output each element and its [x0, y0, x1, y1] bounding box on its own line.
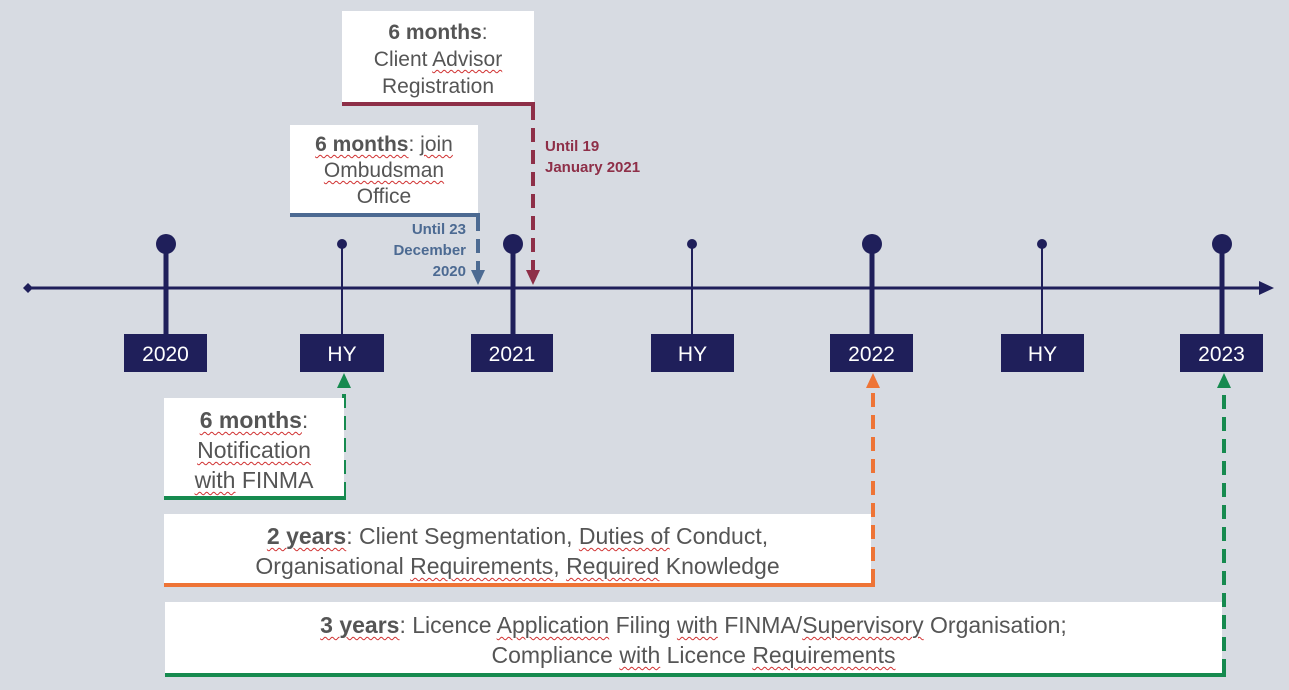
notification-box: 6 months: Notification with FINMA: [164, 398, 344, 496]
marker-dot-hy-2: [687, 239, 697, 249]
svg-text:HY: HY: [1028, 343, 1057, 366]
ombudsman-deadline: Until 23 December 2020: [393, 221, 466, 280]
notification-text: Notification: [197, 437, 311, 463]
three-years-duration: 3 years: [320, 612, 400, 638]
client-advisor-duration: 6 months: [388, 21, 482, 44]
two-years-duration: 2 years: [266, 523, 347, 549]
notification-finma-line: with FINMA: [194, 467, 314, 493]
client-advisor-arrow-icon: [526, 270, 540, 285]
notification-heading: 6 months:: [199, 407, 309, 433]
ombudsman-arrow-icon: [471, 270, 485, 285]
marker-dot-hy-3: [1037, 239, 1047, 249]
marker-dot-2021: [503, 234, 523, 254]
two-years-arrow-icon: [866, 373, 880, 388]
two-years-line-2: Organisational Requirements, Required Kn…: [255, 553, 780, 579]
three-years-line-1: 3 years: Licence Application Filing with…: [320, 612, 1067, 638]
client-advisor-title: Client Advisor: [373, 48, 503, 71]
ombudsman-heading: 6 months: join: [315, 133, 453, 156]
three-years-box: 3 years: Licence Application Filing with…: [165, 602, 1222, 673]
ombudsman-box: 6 months: join Ombudsman Office: [290, 125, 478, 213]
svg-text:2020: 2020: [142, 343, 189, 366]
ombudsman-text: Ombudsman: [323, 159, 445, 182]
year-label-2022: 2022: [830, 334, 913, 372]
year-label-2020: 2020: [124, 334, 207, 372]
marker-dot-2022: [862, 234, 882, 254]
svg-text:HY: HY: [327, 343, 356, 366]
three-years-line-2: Compliance with Licence Requirements: [491, 642, 896, 668]
ombudsman-office-text: Office: [356, 185, 412, 208]
year-label-2023: 2023: [1180, 334, 1263, 372]
svg-text:2023: 2023: [1198, 343, 1245, 366]
year-label-hy-2: HY: [651, 334, 734, 372]
notification-duration: 6 months: [199, 407, 302, 433]
svg-text:2021: 2021: [489, 343, 536, 366]
marker-dot-2023: [1212, 234, 1232, 254]
axis-start-diamond: [23, 283, 33, 293]
svg-text:2022: 2022: [848, 343, 895, 366]
year-label-2021: 2021: [471, 334, 553, 372]
two-years-box: 2 years: Client Segmentation, Duties of …: [164, 514, 871, 583]
marker-dot-2020: [156, 234, 176, 254]
client-advisor-registration-text: Registration: [381, 75, 495, 98]
client-advisor-deadline: Until 19 January 2021: [545, 138, 641, 176]
year-label-hy-3: HY: [1001, 334, 1084, 372]
three-years-arrow-icon: [1217, 373, 1231, 388]
ombudsman-duration: 6 months: [315, 133, 409, 156]
marker-dot-hy-1: [337, 239, 347, 249]
client-advisor-registration-box: 6 months: Client Advisor Registration: [342, 11, 534, 102]
client-advisor-heading: 6 months:: [388, 21, 488, 44]
svg-text:HY: HY: [678, 343, 707, 366]
year-label-hy-1: HY: [300, 334, 384, 372]
two-years-line-1: 2 years: Client Segmentation, Duties of …: [266, 523, 769, 549]
axis-arrow-icon: [1259, 281, 1274, 295]
notification-arrow-icon: [337, 373, 351, 388]
